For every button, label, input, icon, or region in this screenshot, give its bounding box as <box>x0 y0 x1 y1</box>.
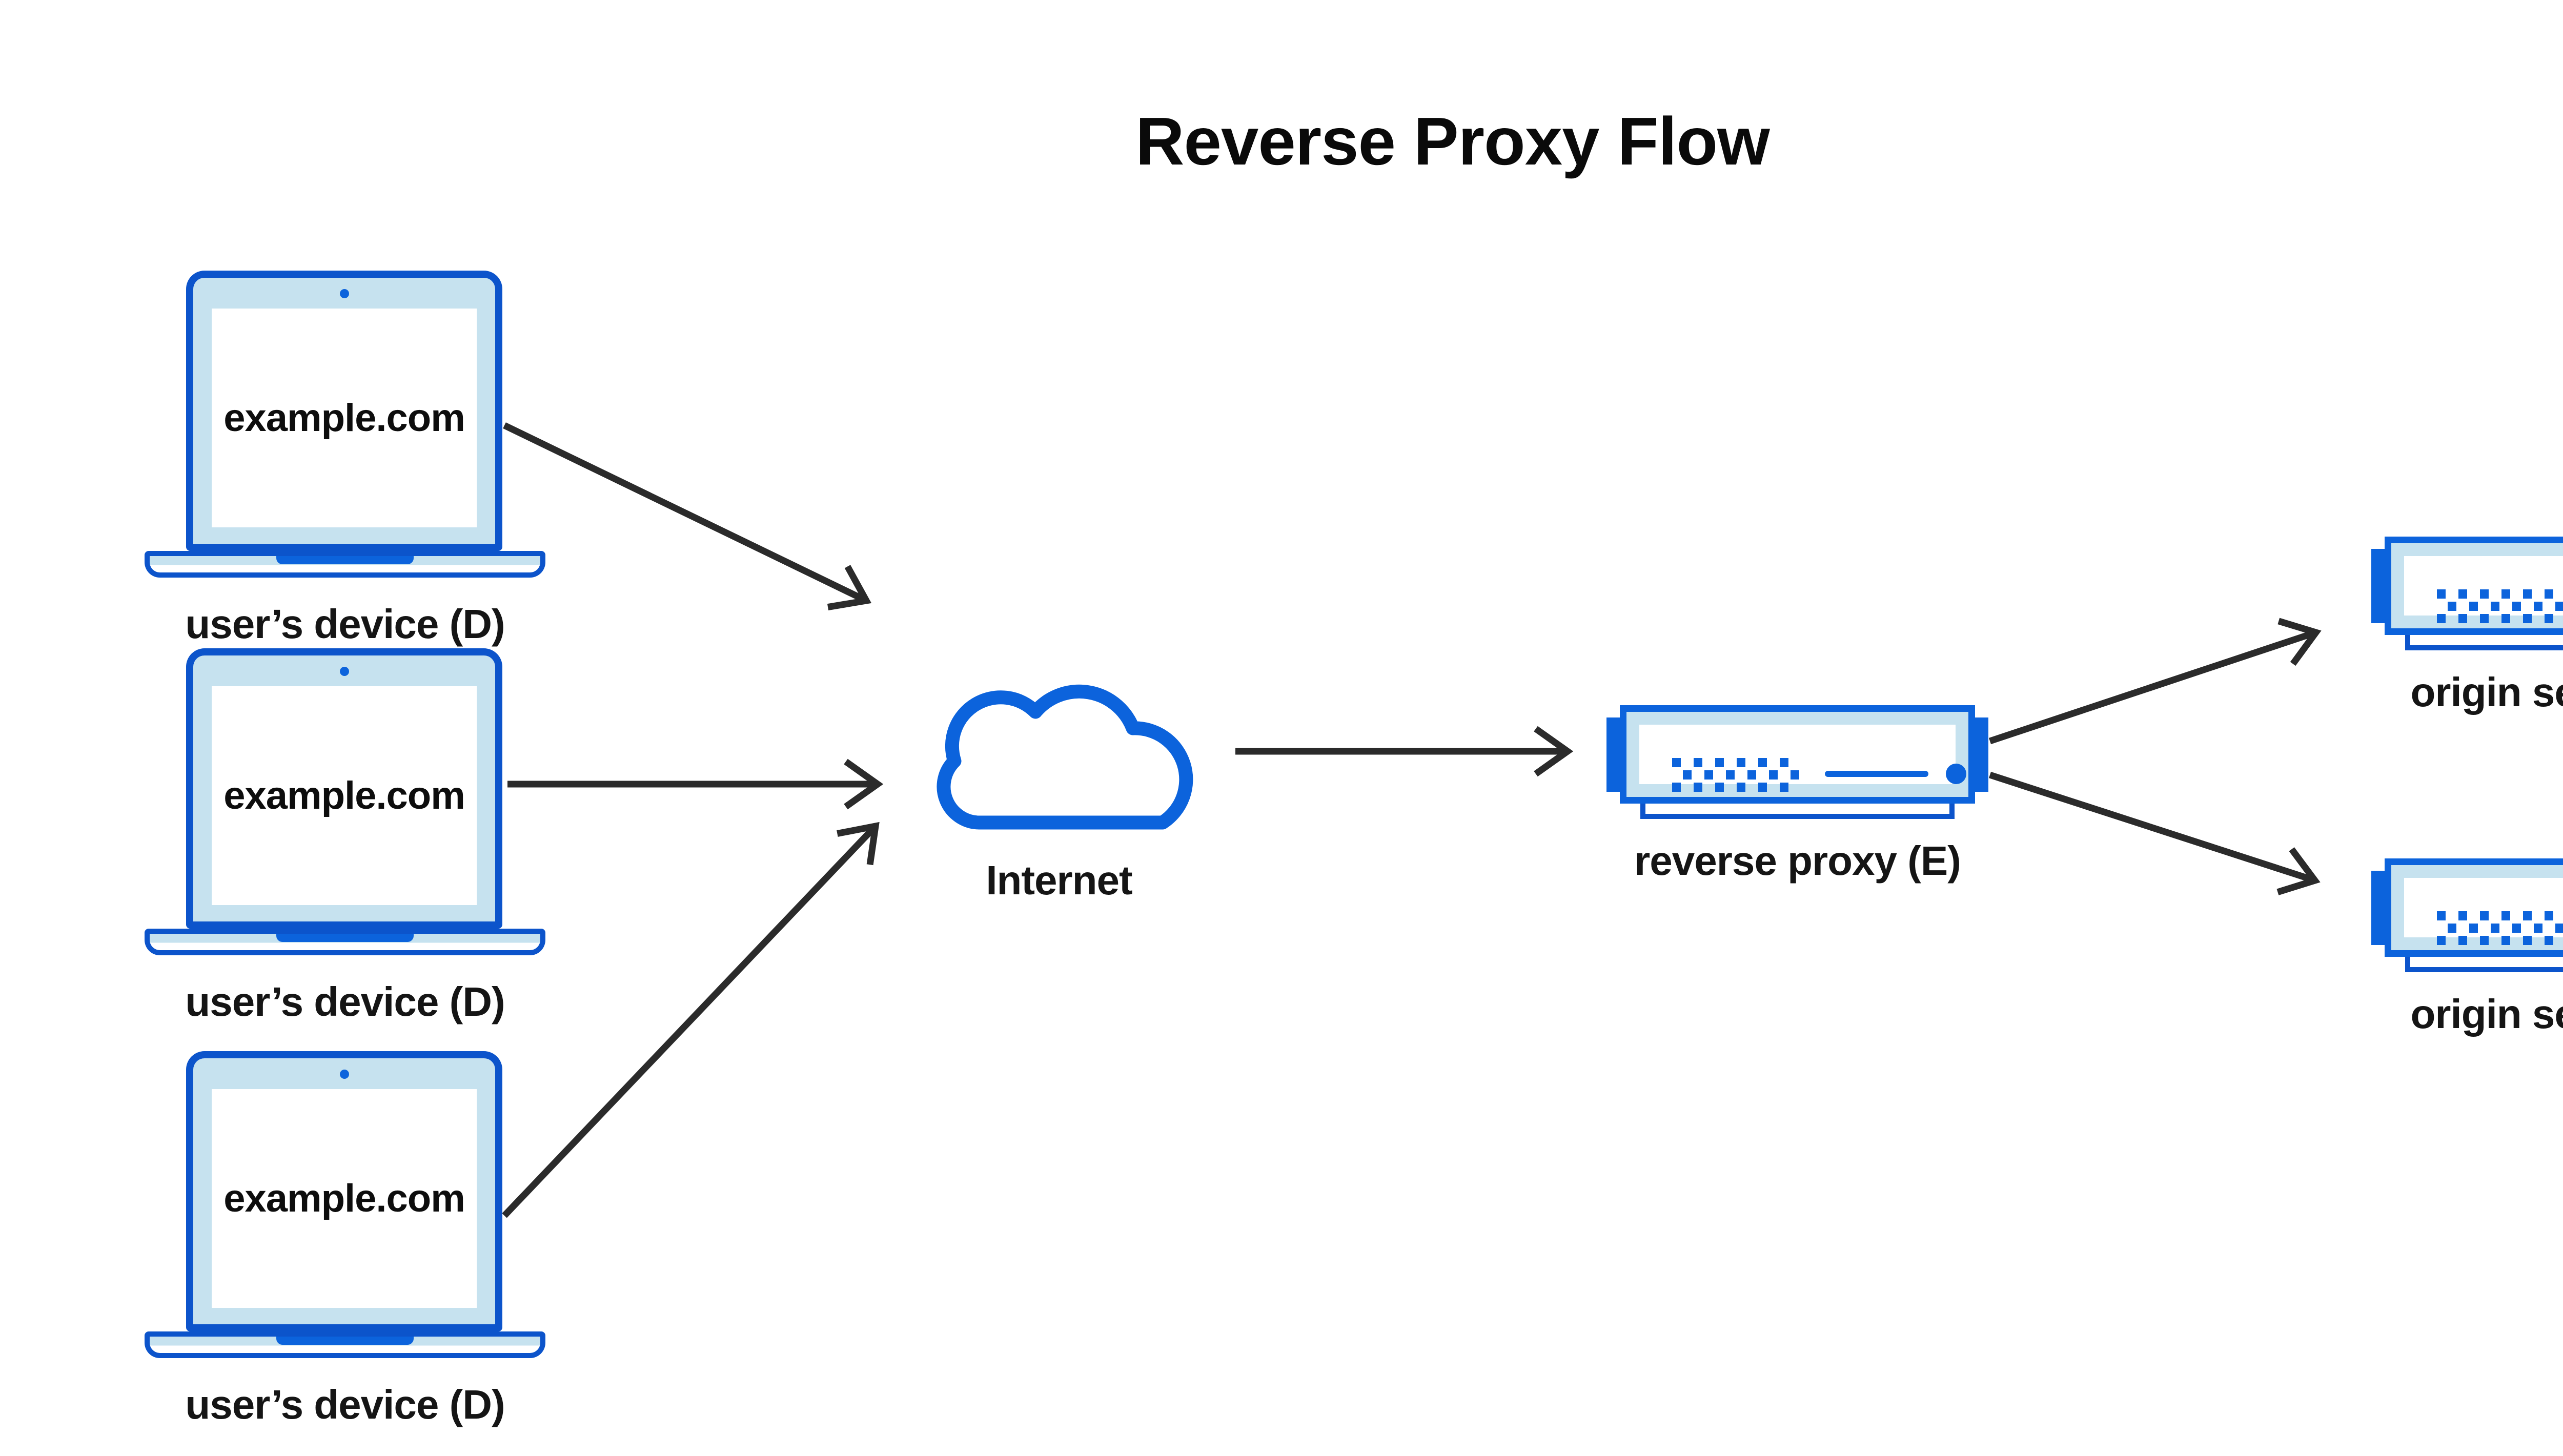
device-label: user’s device (D) <box>185 979 505 1024</box>
server-led-icon <box>1946 764 1966 784</box>
origin-server-label: origin server (F) <box>2410 669 2563 715</box>
origin-server-node-2: origin server (F) <box>2371 858 2563 1043</box>
reverse-proxy-node: reverse proxy (E) <box>1606 705 1988 890</box>
page-title: Reverse Proxy Flow <box>1135 104 1770 179</box>
laptop-screen: example.com <box>212 686 477 905</box>
camera-dot-icon <box>339 667 349 676</box>
screen-url-text: example.com <box>223 774 465 817</box>
camera-dot-icon <box>339 1070 349 1079</box>
laptop-notch <box>276 556 414 564</box>
user-device-node-1: example.com user’s device (D) <box>145 271 545 675</box>
server-face <box>1639 725 1966 794</box>
device-label: user’s device (D) <box>185 601 505 647</box>
origin-server-node-1: origin server (F) <box>2371 537 2563 721</box>
server-face <box>2404 556 2563 626</box>
server-vents-icon <box>2437 909 2563 948</box>
device-label: user’s device (D) <box>185 1382 505 1427</box>
origin-server-label: origin server (F) <box>2410 991 2563 1037</box>
laptop-icon: example.com <box>186 648 502 929</box>
laptop-screen: example.com <box>212 309 477 527</box>
server-icon <box>2385 537 2563 635</box>
server-vents-icon <box>1672 755 1801 794</box>
server-face <box>2404 878 2563 948</box>
cloud-icon <box>937 684 1193 830</box>
arrow-proxy-to-origin2 <box>1988 771 2321 895</box>
laptop-notch <box>276 1337 414 1345</box>
laptop-notch <box>276 934 414 942</box>
arrow-device3-to-internet <box>502 822 880 1218</box>
screen-url-text: example.com <box>223 1177 465 1220</box>
camera-dot-icon <box>339 289 349 298</box>
server-icon <box>2385 858 2563 957</box>
laptop-base <box>145 1331 545 1358</box>
internet-node: Internet <box>905 644 1213 931</box>
laptop-icon: example.com <box>186 271 502 551</box>
laptop-icon: example.com <box>186 1051 502 1331</box>
server-icon <box>1620 705 1975 804</box>
screen-url-text: example.com <box>223 396 465 440</box>
user-device-node-2: example.com user’s device (D) <box>145 648 545 1053</box>
server-vents-icon <box>2437 587 2563 626</box>
laptop-screen: example.com <box>212 1089 477 1308</box>
arrow-device1-to-internet <box>503 422 872 610</box>
user-device-node-3: example.com user’s device (D) <box>145 1051 545 1456</box>
laptop-base <box>145 929 545 955</box>
server-slot-icon <box>1825 771 1928 777</box>
reverse-proxy-label: reverse proxy (E) <box>1634 838 1961 884</box>
internet-label: Internet <box>986 857 1132 903</box>
laptop-base <box>145 551 545 578</box>
arrow-proxy-to-origin1 <box>1988 618 2322 745</box>
